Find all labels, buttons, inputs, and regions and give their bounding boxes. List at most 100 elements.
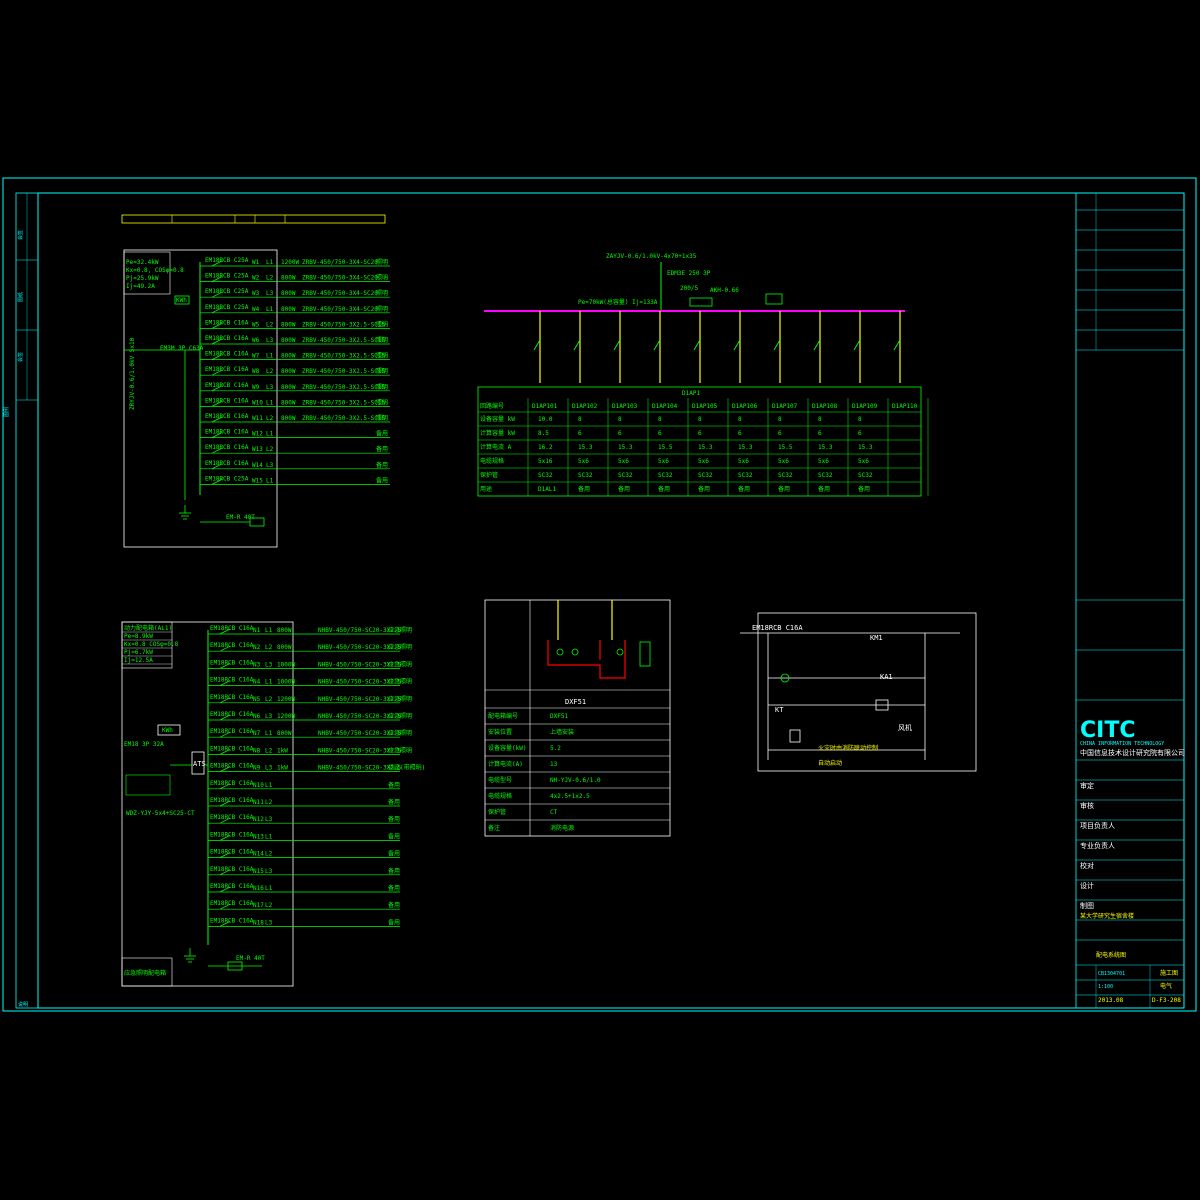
alt-circuit-no: N9 — [253, 765, 261, 772]
al-cable: ZRBV-450/750-3X4-SC20 — [302, 259, 378, 266]
alt-cable: NHBV-450/750-SC20-3X2.5 — [318, 696, 401, 703]
alt-power: 1200W — [277, 713, 295, 720]
alt-use: 备用 — [388, 901, 400, 909]
job-number: CB1304701 — [1098, 971, 1125, 977]
alt-phase: L1 — [265, 782, 273, 789]
alt-use: 备用 — [388, 798, 400, 806]
alt-spd: EM-R 40T — [208, 955, 265, 971]
alt-circuit-no: N4 — [253, 679, 261, 686]
alt-breaker: EM18RCB C16A — [210, 728, 254, 735]
alt-breaker: EM18RCB C16A — [210, 745, 254, 752]
al-power: 800W — [281, 399, 296, 406]
alt-ground-symbol — [184, 948, 196, 963]
alt-main-breaker: EM18 3P 32A — [124, 741, 164, 748]
alt-circuit-no: N5 — [253, 696, 261, 703]
main-table-cell: 备用 — [818, 485, 830, 493]
al-phase: L1 — [266, 306, 274, 313]
alt-cable: NHBV-450/750-SC20-3X2.5 — [318, 644, 401, 651]
small-table-value: 消防电源 — [550, 824, 574, 832]
alt-use: 应急照明 — [388, 695, 412, 703]
main-table-cell: 16.2 — [538, 444, 553, 451]
control-note-2: 自动启动 — [818, 759, 842, 767]
main-table-cell: 5x6 — [738, 458, 749, 465]
al-incoming-cable: ZRYJV-0.6/1.0kV 5x10 — [129, 337, 136, 410]
alt-breaker: EM18RCB C16A — [210, 711, 254, 718]
date: 2013.08 — [1098, 997, 1124, 1004]
alt-phase: L2 — [265, 747, 273, 754]
alt-field: Pj=6.7kW — [124, 649, 153, 656]
al-use: 备用 — [376, 476, 388, 484]
al-use: 照明 — [376, 275, 388, 282]
al-cable: ZRBV-450/750-3X2.5-SC15 — [302, 337, 385, 344]
al-breaker: EM18RCB C16A — [205, 429, 249, 436]
al-cable: ZRBV-450/750-3X2.5-SC15 — [302, 384, 385, 391]
main-table-header: D1AP108 — [812, 403, 838, 410]
panel-al-info-box — [123, 251, 171, 295]
alt-use: 应急照明 — [388, 626, 412, 634]
al-phase: L2 — [266, 321, 274, 328]
al-phase: L3 — [266, 337, 274, 344]
main-table-header: D1AP102 — [572, 403, 598, 410]
company-name-cn: 中国信息技术设计研究院有限公司 — [1080, 748, 1185, 757]
company-subtitle: CHINA INFORMATION TECHNOLOGY — [1080, 741, 1164, 747]
alt-cable: NHBV-450/750-SC20-3X2.5 — [318, 679, 401, 686]
strip-label-4: 图例 — [3, 407, 10, 417]
main-ct: 200/5 — [680, 285, 698, 292]
alt-circuit-no: N1 — [253, 627, 261, 634]
alt-cable: NHBV-450/750-SC20-3X2.5 — [318, 730, 401, 737]
main-table-cell: 6 — [658, 430, 662, 437]
main-table-header: D1AP101 — [532, 403, 558, 410]
al-breaker: EM18RCB C16A — [205, 319, 249, 326]
al-power: 800W — [281, 275, 296, 282]
al-power: 800W — [281, 321, 296, 328]
alt-use: 应急照明 — [388, 729, 412, 737]
main-table-cell: SC32 — [538, 472, 553, 479]
title-role: 审核 — [1080, 801, 1094, 810]
alt-use: 备用 — [388, 884, 400, 892]
alt-breaker: EM18RCB C16A — [210, 849, 254, 856]
al-phase: L2 — [266, 415, 274, 422]
main-table-cell: 15.3 — [858, 444, 873, 451]
small-table-label: 电缆规格 — [488, 792, 512, 800]
small-table-label: 保护管 — [488, 808, 506, 816]
main-table-cell: 15.3 — [818, 444, 833, 451]
alt-use: 应急照明 — [388, 678, 412, 686]
small-table-value: DXF51 — [550, 713, 568, 720]
alt-use: 备用 — [388, 815, 400, 823]
main-table-cell: 6 — [778, 430, 782, 437]
main-table-cell: 备用 — [698, 485, 710, 493]
al-breaker: EM18RCB C16A — [205, 397, 249, 404]
al-use: 备用 — [376, 445, 388, 453]
alt-phase: L1 — [265, 730, 273, 737]
al-circuit-no: W4 — [252, 306, 260, 313]
alt-power: 1200W — [277, 696, 295, 703]
alt-breaker: EM18RCB C16A — [210, 694, 254, 701]
control-circuit-diagram: EM18RCB C16A KM1 KA1 KT 风机 火灾时由消防联动控制 自动… — [740, 612, 977, 772]
main-table-row-label: 设备容量 kW — [480, 415, 515, 423]
main-table-header: D1AP103 — [612, 403, 638, 410]
main-table-cell: 备用 — [778, 485, 790, 493]
small-table-value: CT — [550, 809, 558, 816]
al-cable: ZRBV-450/750-3X2.5-SC15 — [302, 353, 385, 360]
alt-meter-label: KWh — [162, 727, 173, 734]
al-phase: L3 — [266, 290, 274, 297]
al-power: 800W — [281, 415, 296, 422]
alt-use: 备用 — [388, 867, 400, 875]
main-table-cell: 8 — [858, 416, 862, 423]
alt-power: 1000W — [277, 679, 295, 686]
small-table-label: 安装位置 — [488, 728, 512, 736]
main-feeder — [773, 311, 781, 383]
al-breaker: EM18RCB C16A — [205, 335, 249, 342]
al-phase: L1 — [266, 259, 274, 266]
al-breaker: EM18RCB C25A — [205, 475, 249, 482]
al-spd-label: EM-R 40T — [226, 514, 255, 521]
al-circuit-no: W14 — [252, 462, 263, 469]
